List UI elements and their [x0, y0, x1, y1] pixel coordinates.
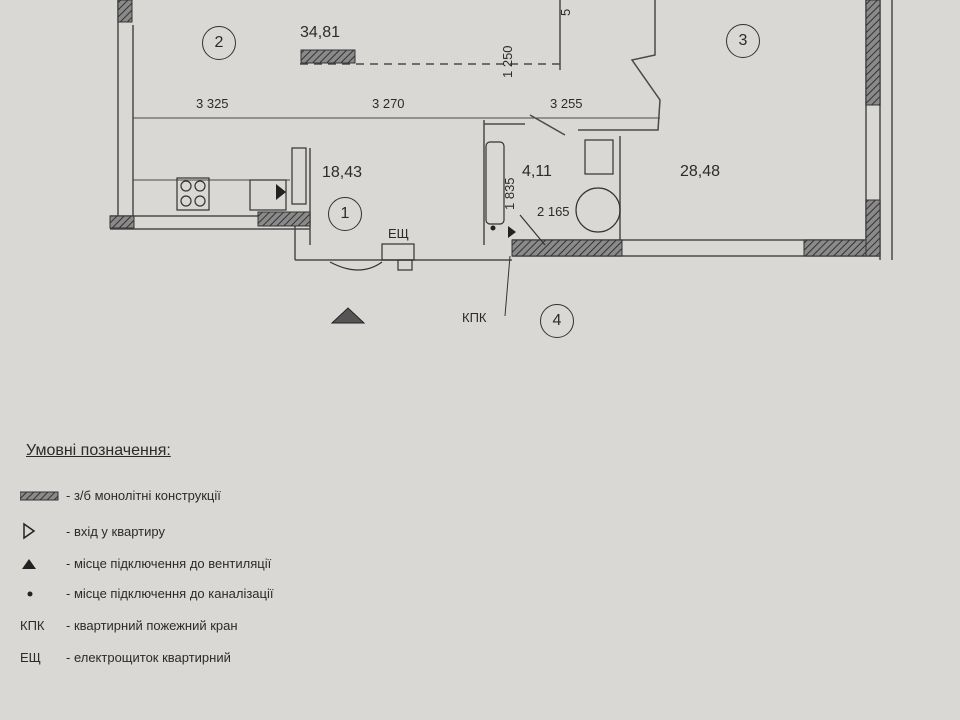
- dimension-label: 2 165: [537, 204, 570, 219]
- entry-arrow-icon: [20, 522, 66, 540]
- room-number: 3: [726, 24, 760, 58]
- legend-text: - квартирний пожежний кран: [66, 618, 238, 633]
- fire-hose-label: КПК: [462, 310, 487, 325]
- legend-item: КПК - квартирний пожежний кран: [20, 618, 238, 633]
- entry-arrow-icon: [276, 184, 286, 200]
- dimension-label: 1 835: [502, 177, 517, 210]
- dimension-label: 5: [558, 8, 573, 16]
- legend-title: Умовні позначення:: [26, 442, 171, 459]
- ventilation-triangle-icon: [20, 557, 66, 571]
- dimension-label: 3 255: [550, 96, 583, 111]
- legend-text: - електрощиток квартирний: [66, 650, 231, 665]
- kitchen-sink-icon: [249, 179, 287, 211]
- stove-icon: [176, 177, 210, 211]
- fridge-icon: [291, 147, 307, 205]
- legend-text: - місце підключення до вентиляції: [66, 556, 272, 571]
- ventilation-triangle-icon: [330, 307, 366, 324]
- toilet-icon: [584, 139, 614, 175]
- sewer-dot-icon: [490, 225, 496, 231]
- dimension-label: 3 270: [372, 96, 405, 111]
- legend-text: - місце підключення до каналізації: [66, 586, 274, 601]
- legend-text: - вхід у квартиру: [66, 523, 165, 539]
- room-number: 1: [328, 197, 362, 231]
- room-area: 28,48: [680, 163, 721, 180]
- room-number: 4: [540, 304, 574, 338]
- bathtub-icon: [485, 141, 505, 225]
- electric-panel-label: ЕЩ: [388, 226, 409, 241]
- dimension-label: 3 325: [196, 96, 229, 111]
- markers: [276, 184, 516, 324]
- legend-abbr: ЕЩ: [20, 650, 41, 665]
- sewer-dot-icon: [20, 588, 66, 600]
- washbasin-icon: [575, 187, 621, 233]
- hatched-wall-icon: [20, 491, 66, 501]
- legend-abbr: КПК: [20, 618, 45, 633]
- room-area: 34,81: [300, 24, 341, 41]
- legend-text: - з/б монолітні конструкції: [66, 488, 221, 503]
- room-area: 4,11: [522, 163, 552, 180]
- room-number: 2: [202, 26, 236, 60]
- legend-item: - з/б монолітні конструкції: [20, 488, 221, 503]
- legend-item: ЕЩ - електрощиток квартирний: [20, 650, 231, 665]
- fixtures: [176, 139, 621, 271]
- room-area: 18,43: [322, 164, 363, 181]
- legend-item: - місце підключення до каналізації: [20, 586, 273, 601]
- legend-item: - місце підключення до вентиляції: [20, 556, 271, 571]
- legend-item: - вхід у квартиру: [20, 522, 165, 540]
- concrete-elements: [109, 0, 881, 257]
- electric-panel-icon: [381, 243, 415, 261]
- dimension-label: 1 250: [500, 45, 515, 78]
